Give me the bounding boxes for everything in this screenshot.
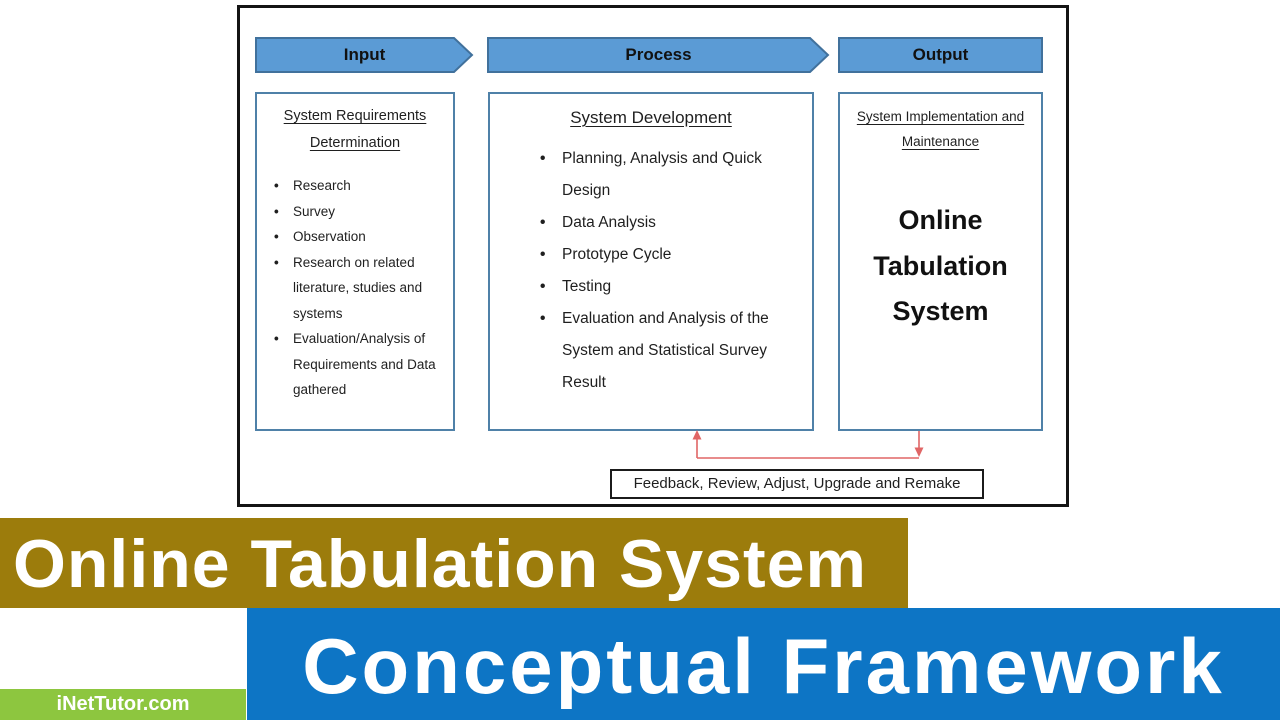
feedback-connector	[690, 429, 926, 461]
watermark-banner: iNetTutor.com	[0, 689, 246, 720]
right-arrow-icon	[255, 37, 474, 73]
output-box: System Implementation and Maintenance On…	[838, 92, 1043, 431]
subtitle-banner: Conceptual Framework	[247, 608, 1280, 720]
list-item: Research	[274, 173, 449, 199]
title-banner-text: Online Tabulation System	[13, 526, 867, 602]
output-box-title: System Implementation and Maintenance	[856, 109, 1025, 149]
input-box: System Requirements Determination Resear…	[255, 92, 455, 431]
list-item: Observation	[274, 224, 449, 250]
feedback-box: Feedback, Review, Adjust, Upgrade and Re…	[610, 469, 984, 499]
list-item: Data Analysis	[540, 207, 806, 239]
list-item: Survey	[274, 199, 449, 225]
list-item: Testing	[540, 271, 806, 303]
watermark-text: iNetTutor.com	[56, 693, 190, 715]
list-item: Planning, Analysis and Quick Design	[540, 143, 806, 207]
right-arrow-icon	[487, 37, 830, 73]
process-box-list: Planning, Analysis and Quick Design Data…	[540, 143, 806, 399]
title-banner: Online Tabulation System	[0, 518, 908, 608]
process-box-title: System Development	[570, 108, 732, 127]
header-process-arrow: Process	[487, 37, 830, 73]
list-item: Evaluation and Analysis of the System an…	[540, 303, 806, 399]
input-box-list: Research Survey Observation Research on …	[274, 173, 449, 403]
rectangle-bar-icon	[838, 37, 1043, 73]
list-item: Prototype Cycle	[540, 239, 806, 271]
header-output-bar: Output	[838, 37, 1043, 73]
process-box: System Development Planning, Analysis an…	[488, 92, 814, 431]
input-box-title: System Requirements Determination	[283, 108, 427, 151]
output-product-name: Online Tabulation System	[873, 205, 1008, 326]
header-process-label: Process	[625, 45, 692, 64]
feedback-arrows-icon	[692, 430, 924, 459]
header-input-arrow: Input	[255, 37, 474, 73]
list-item: Evaluation/Analysis of Requirements and …	[274, 326, 449, 403]
list-item: Research on related literature, studies …	[274, 250, 449, 327]
header-input-label: Input	[343, 45, 386, 64]
header-output-label: Output	[912, 45, 969, 64]
subtitle-banner-text: Conceptual Framework	[302, 622, 1225, 710]
